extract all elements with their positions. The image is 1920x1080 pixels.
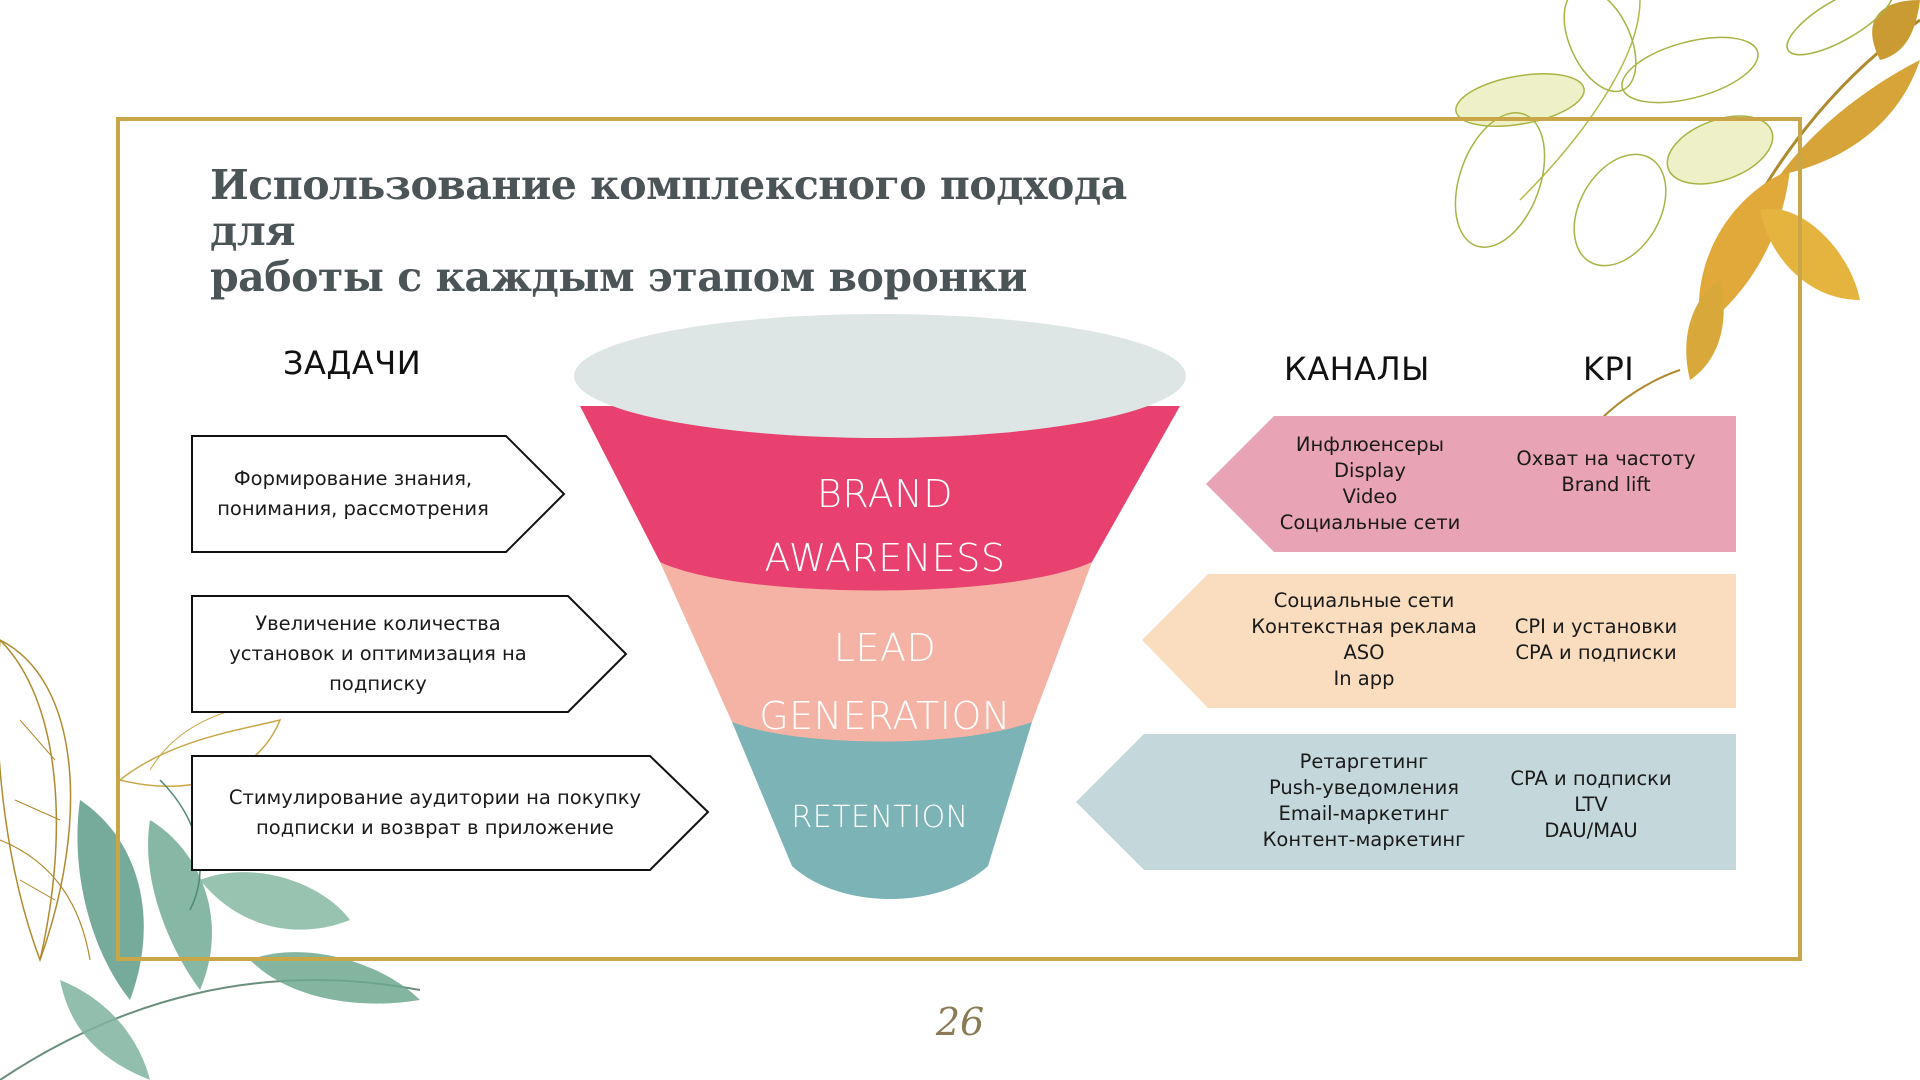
funnel-lead-segment	[660, 562, 1092, 742]
channel-2-item-2: Контекстная реклама	[1251, 615, 1477, 638]
task-1-line-2: понимания, рассмотрения	[217, 497, 489, 520]
funnel-top-ellipse	[574, 314, 1186, 438]
channel-3-item-2: Push-уведомления	[1268, 776, 1460, 799]
slide-title: Использование комплексного подхода для р…	[210, 162, 1210, 300]
channel-1-item-2: Display	[1334, 459, 1406, 482]
kpi-3-item-3: DAU/MAU	[1544, 819, 1638, 842]
channel-arrow-2	[1142, 574, 1736, 708]
channels-header: КАНАЛЫ	[1284, 350, 1430, 388]
channel-1-item-3: Video	[1342, 485, 1398, 508]
task-3-text: Стимулирование аудитории на покупку подп…	[200, 760, 670, 866]
kpi-3-item-2: LTV	[1574, 793, 1608, 816]
page-number: 26	[935, 1000, 985, 1044]
lead-label-line-2: GENERATION	[759, 694, 1011, 738]
kpi-3-list: CPA и подписки LTV DAU/MAU	[1496, 740, 1686, 870]
channel-1-item-1: Инфлюенсеры	[1295, 433, 1445, 456]
brand-awareness-label: BRAND AWARENESS	[720, 462, 1050, 590]
channel-2-item-1: Социальные сети	[1273, 589, 1455, 612]
title-line-1: Использование комплексного подхода для	[210, 161, 1127, 255]
gold-frame	[116, 117, 1802, 961]
channel-2-item-3: ASO	[1343, 641, 1385, 664]
tasks-header: ЗАДАЧИ	[283, 344, 422, 382]
task-3-line-2: подписки и возврат в приложение	[256, 816, 614, 839]
task-arrow-3	[191, 755, 710, 871]
funnel-brand-segment	[580, 406, 1180, 591]
kpi-header: KPI	[1583, 350, 1635, 388]
channel-arrow-3	[1076, 734, 1736, 870]
title-line-2: работы с каждым этапом воронки	[210, 253, 1027, 301]
brand-label-line-2: AWARENESS	[764, 536, 1006, 580]
channels-1-list: Инфлюенсеры Display Video Социальные сет…	[1240, 420, 1500, 548]
channels-2-list: Социальные сети Контекстная реклама ASO …	[1232, 576, 1496, 704]
task-2-line-3: подписку	[329, 672, 427, 695]
task-2-line-2: установок и оптимизация на	[229, 642, 527, 665]
kpi-2-item-1: CPI и установки	[1514, 615, 1678, 638]
channel-1-item-4: Социальные сети	[1279, 511, 1461, 534]
bottom-left-leaves-decoration	[0, 639, 421, 1080]
lead-label-line-1: LEAD	[833, 626, 937, 670]
channel-3-item-3: Email-маркетинг	[1278, 802, 1450, 825]
retention-label: RETENTION	[791, 800, 969, 835]
kpi-3-item-1: CPA и подписки	[1510, 767, 1672, 790]
task-1-text: Формирование знания, понимания, рассмотр…	[200, 440, 506, 548]
channel-arrow-1	[1206, 416, 1736, 552]
channel-2-item-4: In app	[1333, 667, 1395, 690]
channels-3-list: Ретаргетинг Push-уведомления Email-марке…	[1232, 736, 1496, 866]
channel-3-item-1: Ретаргетинг	[1299, 750, 1429, 773]
lead-generation-label: LEAD GENERATION	[720, 614, 1050, 750]
task-2-text: Увеличение количества установок и оптими…	[200, 600, 556, 708]
kpi-2-list: CPI и установки CPA и подписки	[1496, 576, 1696, 704]
kpi-1-item-2: Brand lift	[1561, 473, 1651, 496]
kpi-1-list: Охват на частоту Brand lift	[1506, 420, 1706, 524]
channel-3-item-4: Контент-маркетинг	[1262, 828, 1466, 851]
task-3-line-1: Стимулирование аудитории на покупку	[228, 786, 642, 809]
kpi-1-item-1: Охват на частоту	[1516, 447, 1696, 470]
funnel-retention-segment	[732, 722, 1032, 899]
brand-label-line-1: BRAND	[817, 472, 953, 516]
top-right-leaves-decoration	[1454, 0, 1920, 421]
kpi-2-item-2: CPA и подписки	[1515, 641, 1677, 664]
task-1-line-1: Формирование знания,	[233, 467, 473, 490]
task-arrow-1	[191, 435, 566, 553]
task-2-line-1: Увеличение количества	[255, 612, 501, 635]
task-arrow-2	[191, 595, 628, 713]
